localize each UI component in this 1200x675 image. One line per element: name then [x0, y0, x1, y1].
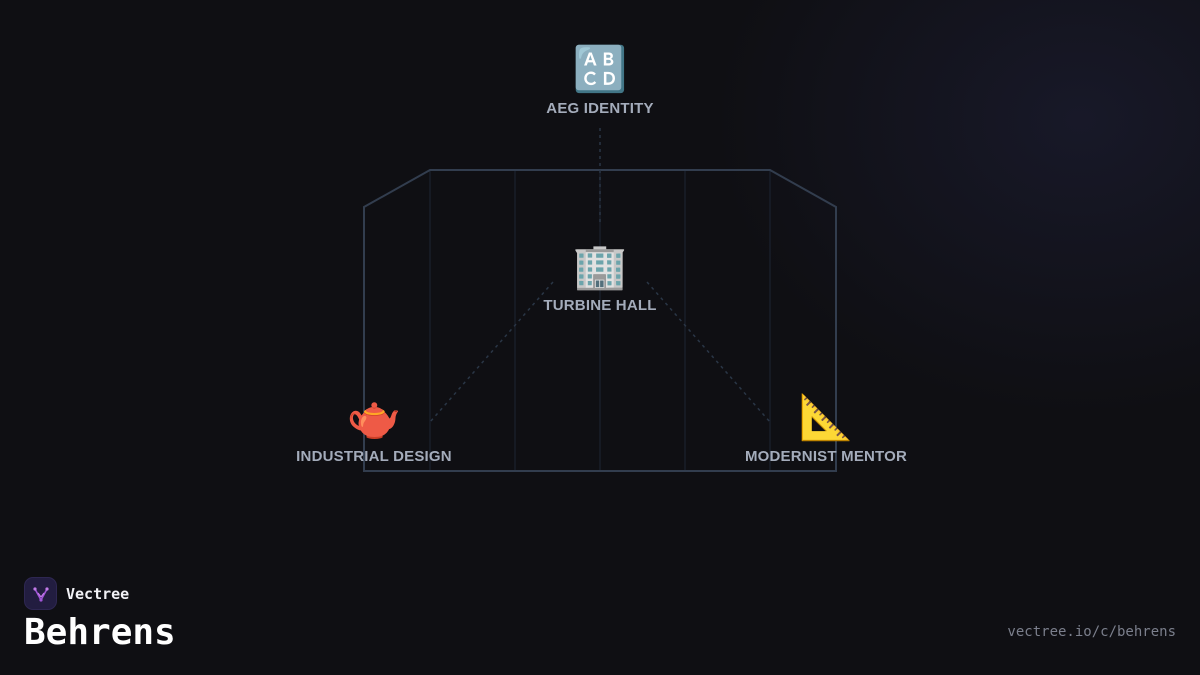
brand-name: Vectree: [66, 584, 130, 603]
node-center: 🏢 TURBINE HALL: [480, 241, 720, 314]
connector-left: [429, 281, 554, 423]
vectree-logo-icon: [24, 577, 57, 610]
teapot-icon: 🫖: [346, 393, 402, 442]
frame-outline: [363, 169, 837, 472]
triangular-ruler-icon: 📐: [798, 393, 854, 442]
node-label: AEG IDENTITY: [546, 100, 654, 117]
page-title: Behrens: [24, 612, 176, 653]
node-top: 🔠 AEG IDENTITY: [480, 44, 720, 117]
abcd-letters-icon: 🔠: [572, 45, 628, 94]
brand: Vectree: [24, 577, 129, 610]
node-left: 🫖 INDUSTRIAL DESIGN: [254, 392, 494, 465]
page-url[interactable]: vectree.io/c/behrens: [1007, 624, 1176, 640]
node-right: 📐 MODERNIST MENTOR: [706, 392, 946, 465]
node-label: MODERNIST MENTOR: [744, 448, 908, 465]
node-label: TURBINE HALL: [543, 297, 657, 314]
connector-right: [646, 281, 771, 423]
office-building-icon: 🏢: [572, 242, 628, 291]
node-label: INDUSTRIAL DESIGN: [296, 448, 452, 465]
